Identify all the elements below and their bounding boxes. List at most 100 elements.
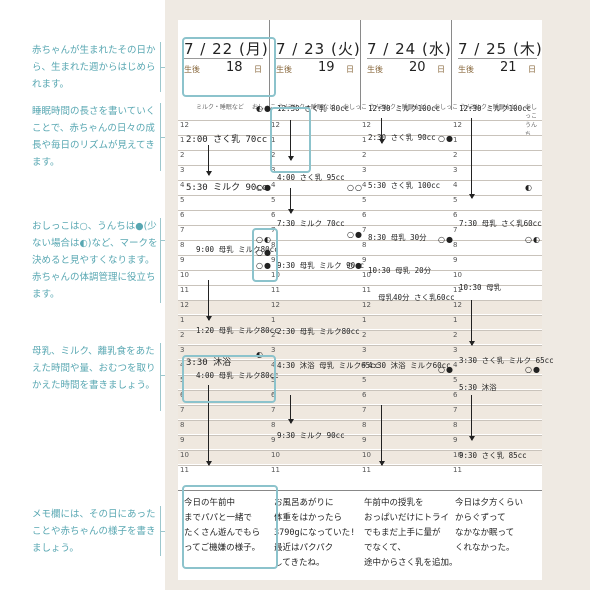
hour-label: 6 — [362, 391, 367, 399]
hour-label: 11 — [362, 466, 371, 474]
hour-label: 4 — [271, 181, 276, 189]
entry: 3:30 沐浴 — [186, 358, 232, 368]
hour-label: 10 — [362, 271, 371, 279]
entry: 7:30 母乳 さく乳60cc — [459, 219, 542, 228]
memo-3: 午前中の授乳を おっぱいだけにトライ でもまだ上手に量が でなくて、 途中からさ… — [364, 498, 458, 568]
hour-label: 5 — [180, 196, 185, 204]
entry: 4:30 沐浴 母乳 ミルク65cc — [277, 361, 380, 370]
hour-label: 7 — [362, 226, 367, 234]
hour-label: 2 — [180, 151, 185, 159]
sleep-arrow — [288, 395, 294, 424]
hour-label: 7 — [180, 226, 185, 234]
day-header-1: 7 / 22 (月) 生後 18 日 — [178, 20, 269, 110]
entry: 5:30 沐浴 — [459, 383, 497, 392]
diaper-marks: ○● — [256, 261, 272, 270]
connector — [160, 218, 161, 303]
memo-1: 今日の午前中 までパパと一緒で たくさん遊んでもら ってご機嫌の様子。 — [184, 498, 261, 553]
hour-label: 1 — [271, 316, 276, 324]
diaper-marks: ○● — [438, 235, 454, 244]
hour-label: 11 — [453, 466, 462, 474]
entry: 10:30 母乳 20分 — [368, 266, 432, 275]
hour-label: 12 — [453, 301, 462, 309]
entry: 4:00 さく乳 95cc — [277, 173, 345, 182]
hour-label: 9 — [180, 436, 185, 444]
hour-label: 4 — [271, 361, 276, 369]
sleep-arrow — [469, 118, 475, 199]
hour-label: 8 — [271, 241, 276, 249]
hour-label: 3 — [180, 166, 185, 174]
diaper-marks: ○◐ — [256, 235, 272, 244]
hour-label: 5 — [271, 196, 276, 204]
age-suffix: 日 — [346, 65, 354, 74]
hour-label: 9 — [362, 436, 367, 444]
age-prefix: 生後 — [184, 65, 200, 74]
age: 18 — [226, 60, 243, 75]
hour-label: 2 — [362, 331, 367, 339]
hour-label: 9 — [362, 256, 367, 264]
highlight-feeding — [182, 355, 276, 403]
entry: 9:30 ミルク 90cc — [277, 431, 345, 440]
hour-label: 4 — [453, 361, 458, 369]
entry: 7:30 ミルク 70cc — [277, 219, 345, 228]
divider — [458, 58, 537, 59]
hour-label: 11 — [271, 466, 280, 474]
diaper-marks: ○○ — [347, 183, 363, 192]
sleep-arrow — [288, 120, 294, 161]
hour-label: 3 — [453, 166, 458, 174]
memo-area — [178, 490, 542, 581]
sleep-arrow — [379, 118, 385, 144]
hour-label: 12 — [271, 121, 280, 129]
diaper-header: おしっこ うんち — [343, 104, 387, 111]
diaper-marks: ○● — [347, 230, 363, 239]
sleep-arrow — [469, 395, 475, 441]
date: 7 / 24 (水) — [367, 40, 452, 58]
divider — [367, 58, 446, 59]
sleep-arrow — [206, 385, 212, 466]
hour-label: 10 — [362, 451, 371, 459]
hour-label: 12 — [362, 121, 371, 129]
hour-label: 8 — [362, 241, 367, 249]
hour-label: 12 — [453, 121, 462, 129]
sleep-arrow — [469, 300, 475, 346]
diaper-header: おしっこ うんち — [525, 104, 538, 138]
entry: 2:30 母乳 ミルク80cc — [277, 327, 360, 336]
hour-label: 6 — [453, 391, 458, 399]
hour-label: 1 — [453, 316, 458, 324]
hour-label: 5 — [362, 376, 367, 384]
hour-label: 9 — [271, 436, 276, 444]
hour-label: 7 — [453, 226, 458, 234]
hour-label: 1 — [362, 316, 367, 324]
entry: 12:30 ミルク100cc — [459, 104, 532, 113]
hour-row: 9 9 9 9 — [178, 435, 542, 449]
entry: 9:30 母乳 ミルク 90cc — [277, 261, 365, 270]
note-sleep: 睡眠時間の長さを書いていくことで、赤ちゃんの日々の成長や毎日のリズムが見えてきま… — [32, 106, 156, 168]
sleep-arrow — [206, 280, 212, 321]
divider — [184, 58, 263, 59]
hour-label: 3 — [362, 346, 367, 354]
hour-label: 9 — [453, 436, 458, 444]
hour-label: 10 — [453, 451, 462, 459]
hour-label: 4 — [180, 181, 185, 189]
hour-label: 5 — [453, 376, 458, 384]
hour-label: 8 — [180, 421, 185, 429]
diaper-marks: ○● — [256, 183, 272, 192]
age: 20 — [409, 60, 426, 75]
date: 7 / 23 (火) — [276, 40, 361, 58]
hour-label: 11 — [453, 286, 462, 294]
entry: 母乳40分 さく乳60cc — [378, 293, 455, 302]
hour-label: 11 — [180, 286, 189, 294]
entry: 8:30 母乳 30分 — [368, 233, 427, 242]
hour-label: 6 — [271, 211, 276, 219]
age-prefix: 生後 — [367, 65, 383, 74]
highlight-diaper — [252, 228, 278, 282]
entry: 12:30 ミルク100cc — [368, 104, 441, 113]
